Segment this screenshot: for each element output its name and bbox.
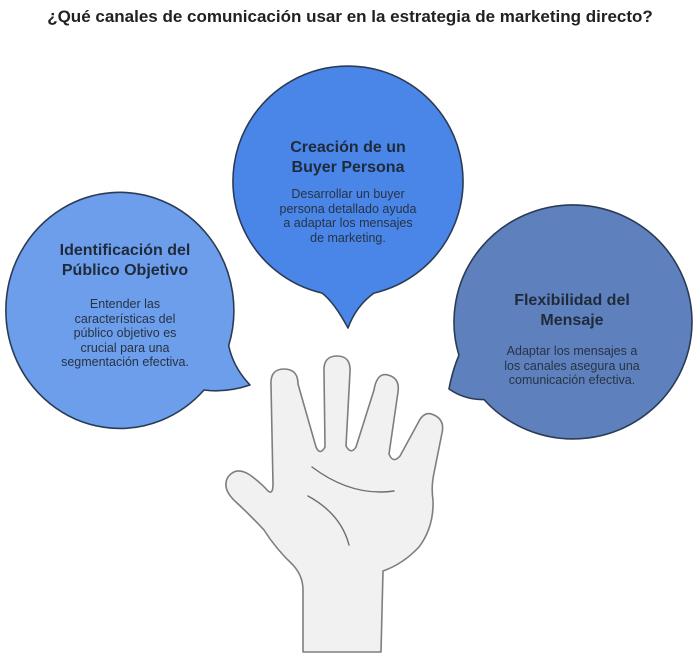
page-title: ¿Qué canales de comunicación usar en la … <box>47 7 653 26</box>
hand-outline <box>225 355 444 653</box>
bubble-center-heading: Creación de un Buyer Persona <box>290 139 406 176</box>
hand-icon <box>225 355 444 653</box>
speech-bubble-right <box>448 204 693 440</box>
speech-bubble-left <box>5 191 251 430</box>
speech-bubble-center <box>232 65 464 329</box>
bubble-left-body: Entender las características del público… <box>61 297 189 369</box>
bubble-left-heading: Identificación del Público Objetivo <box>59 242 191 279</box>
palm-crease-lower <box>307 495 350 546</box>
bubble-right-heading: Flexibilidad del Mensaje <box>514 292 630 329</box>
palm-crease-upper <box>311 466 395 493</box>
bubble-right-body: Adaptar los mensajes a los canales asegu… <box>504 344 640 387</box>
bubble-center-body: Desarrollar un buyer persona detallado a… <box>279 187 417 245</box>
